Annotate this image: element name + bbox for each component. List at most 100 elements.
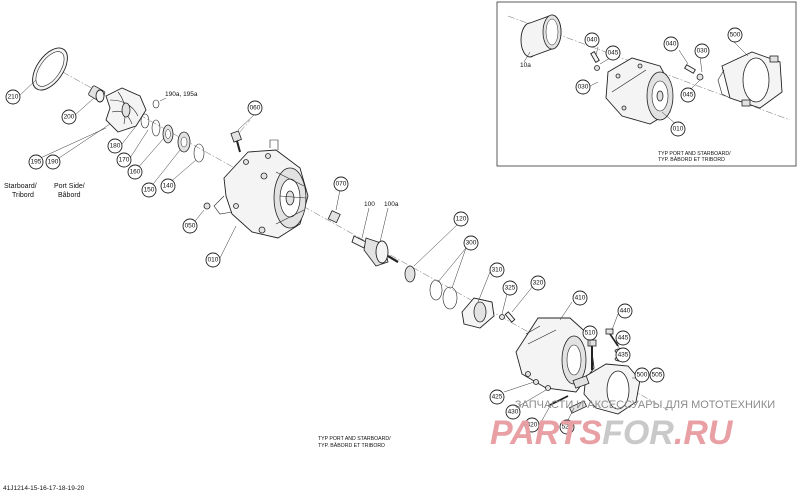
part-bearing-160 [162,124,174,144]
svg-text:190: 190 [48,159,59,166]
inset-frame [496,1,797,167]
callout-325[interactable]: 325 [502,280,518,296]
callout-160[interactable]: 160 [127,164,143,180]
part-screw-050 [203,202,211,210]
callout-510[interactable]: 510 [582,325,598,341]
part-nut-425 [545,385,551,391]
main-note-line2: TYP. BÂBORD ET TRIBORD [318,442,385,449]
callout-210[interactable]: 210 [5,89,21,105]
callout-inset-040-left[interactable]: 040 [584,32,600,48]
svg-text:325: 325 [505,285,516,292]
part-cover-310 [461,297,495,329]
svg-text:060: 060 [250,105,261,112]
axis-stub [239,119,251,133]
callout-060[interactable]: 060 [247,100,263,116]
callout-520[interactable]: 520 [559,419,575,435]
part-bolt-060 [230,130,242,153]
callout-190[interactable]: 190 [45,154,61,170]
callout-140[interactable]: 140 [160,178,176,194]
svg-text:030: 030 [697,48,708,55]
svg-text:520: 520 [562,424,573,431]
inset-pump-housing [605,57,674,125]
part-bracket-520 [568,400,588,414]
part-washer-325 [499,314,505,320]
callout-320[interactable]: 320 [530,275,546,291]
callout-170[interactable]: 170 [116,152,132,168]
callout-inset-500[interactable]: 500 [727,27,743,43]
callout-inset-045-right[interactable]: 045 [680,87,696,103]
callout-425[interactable]: 425 [489,389,505,405]
svg-text:445: 445 [618,335,629,342]
part-washer-170 [151,119,161,137]
part-orings-300 [429,279,458,310]
part-pump-housing-010 [213,139,309,239]
callout-inset-030-right[interactable]: 030 [694,43,710,59]
svg-text:420: 420 [527,422,538,429]
label-100: 100 [364,201,375,208]
svg-text:010: 010 [673,126,684,133]
callout-010[interactable]: 010 [205,252,221,268]
svg-text:040: 040 [666,41,677,48]
part-impeller [105,87,147,133]
callout-195[interactable]: 195 [28,154,44,170]
callout-435[interactable]: 435 [615,347,631,363]
watermark-brand: PARTSFOR.RU [490,414,734,452]
svg-text:050: 050 [185,223,196,230]
callout-150[interactable]: 150 [141,182,157,198]
svg-text:430: 430 [508,409,519,416]
callout-inset-030-left[interactable]: 030 [575,79,591,95]
part-bearing-150 [177,131,191,153]
inset-screw-left [590,51,600,71]
callout-300[interactable]: 300 [463,235,479,251]
callout-500[interactable]: 500 [634,367,650,383]
svg-text:300: 300 [466,240,477,247]
callout-200[interactable]: 200 [61,109,77,125]
svg-text:500: 500 [637,372,648,379]
inset-wear-ring [520,14,562,58]
callout-inset-010[interactable]: 010 [670,121,686,137]
watermark-brand-parts: PARTS [490,414,602,452]
svg-text:010: 010 [208,257,219,264]
part-ring-210 [32,47,68,91]
callout-310[interactable]: 310 [489,262,505,278]
part-cap-200 [88,85,106,103]
callout-inset-045-left[interactable]: 045 [605,45,621,61]
svg-text:045: 045 [608,50,619,57]
callout-445[interactable]: 445 [615,330,631,346]
svg-text:180: 180 [110,143,121,150]
callout-505[interactable]: 505 [649,367,665,383]
svg-text:210: 210 [8,94,19,101]
svg-text:170: 170 [119,157,130,164]
svg-text:510: 510 [585,330,596,337]
svg-text:410: 410 [575,295,586,302]
callout-070[interactable]: 070 [333,176,349,192]
callout-180[interactable]: 180 [107,138,123,154]
svg-text:310: 310 [492,267,503,274]
part-bolt-420 [547,395,569,407]
inset-venturi-nozzle [717,51,783,109]
svg-text:500: 500 [730,32,741,39]
part-bolt-440 [605,328,619,347]
part-venturi-410 [515,317,595,393]
part-plug-070 [327,210,341,224]
callout-050[interactable]: 050 [182,218,198,234]
callout-120[interactable]: 120 [453,211,469,227]
part-oring-140 [193,143,205,163]
watermark-brand-ru: .RU [674,414,734,452]
starboard-label-line2: Tribord [12,192,34,199]
watermark-caption: ЗАПЧАСТИ И АКСЕССУАРЫ ДЛЯ МОТОТЕХНИКИ [515,399,775,411]
part-screw-320 [504,311,516,323]
callout-inset-040-right[interactable]: 040 [663,36,679,52]
part-nozzle-500 [572,363,641,415]
svg-text:030: 030 [578,84,589,91]
part-driveshaft-100 [351,235,399,267]
callout-430[interactable]: 430 [505,404,521,420]
callout-420[interactable]: 420 [524,417,540,433]
starboard-label-line1: Starboard/ [4,183,37,190]
part-washer-180 [140,113,150,129]
callout-410[interactable]: 410 [572,290,588,306]
callout-440[interactable]: 440 [617,303,633,319]
svg-text:425: 425 [492,394,503,401]
inset-note-line2: TYP. BÂBORD ET TRIBORD [658,156,725,163]
